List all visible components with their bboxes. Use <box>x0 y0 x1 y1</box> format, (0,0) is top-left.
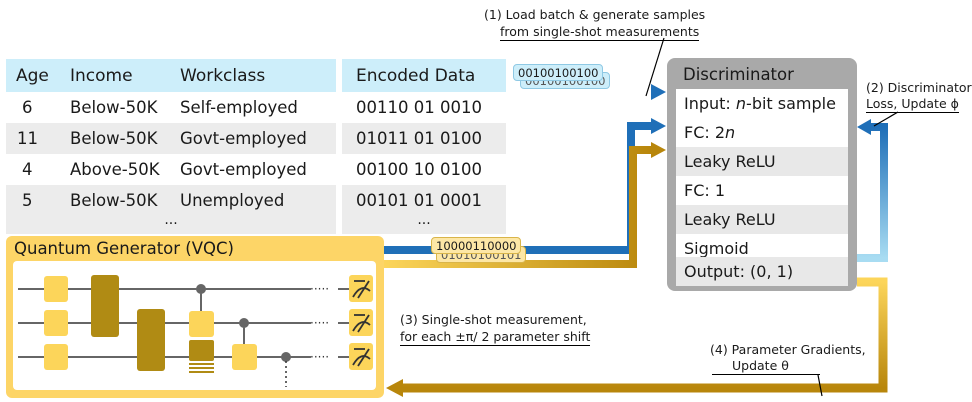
controlled-multigate <box>189 340 214 361</box>
generated-sample-chip-front: 10000110000 <box>431 237 522 254</box>
real-sample-chip-front: 00100100100 <box>513 64 604 81</box>
discriminator-title: Discriminator <box>683 65 794 84</box>
raw-data-table: Age Income Workclass 6 Below-50K Self-em… <box>6 59 336 234</box>
layer-text-suffix: -bit sample <box>746 94 836 113</box>
controlled-gate <box>232 344 257 370</box>
cell-encoded: 00110 01 0010 <box>356 98 482 117</box>
circuit-ellipsis: ····· <box>310 350 329 364</box>
step4-line1: (4) Parameter Gradients, <box>710 342 866 357</box>
disc-loss-arrowhead <box>857 119 871 135</box>
measurement-meter-icon <box>349 309 373 336</box>
disc-loss-arrow <box>857 123 888 262</box>
layer-text: FC: 2 <box>684 123 726 142</box>
entangling-gate <box>137 309 165 371</box>
disc-layer-fc1: FC: 2n <box>676 118 848 147</box>
cell-workclass: Unemployed <box>180 191 285 210</box>
gradient-arrow <box>402 277 888 393</box>
step1-leader <box>645 37 665 97</box>
cell-workclass: Govt-employed <box>180 129 307 148</box>
encoded-table-ellipsis: ... <box>342 213 506 234</box>
disc-layer-input: Input: n-bit sample <box>676 89 848 118</box>
disc-layer-output: Output: (0, 1) <box>676 257 848 286</box>
layer-var: n <box>735 94 747 113</box>
circuit-diagram: ····· ····· ····· <box>18 275 373 387</box>
step4-line2: Update θ <box>712 358 820 375</box>
rotation-gate <box>44 310 68 336</box>
circuit-ellipsis: ····· <box>310 282 329 296</box>
step3-line1: (3) Single-shot measurement, <box>400 312 587 327</box>
table-row: 00110 01 0010 <box>342 92 506 123</box>
cell-income: Below-50K <box>70 129 158 148</box>
generated-sample-arrowhead-gold <box>651 142 666 158</box>
cell-age: 5 <box>22 191 33 210</box>
control-dot <box>196 284 206 294</box>
cell-workclass: Govt-employed <box>180 160 307 179</box>
layer-text: FC: 1 <box>684 181 726 200</box>
table-row: 00101 01 0001 <box>342 185 506 216</box>
table-row: 4 Above-50K Govt-employed <box>6 154 336 185</box>
table-row: 11 Below-50K Govt-employed <box>6 123 336 154</box>
encoded-data-table: Encoded Data 00110 01 0010 01011 01 0100… <box>342 59 506 234</box>
raw-table-ellipsis: ... <box>6 213 336 234</box>
layer-text: Input: <box>684 94 736 113</box>
real-data-arrowhead <box>651 84 666 100</box>
cell-age: 4 <box>22 160 33 179</box>
disc-layer-leaky1: Leaky ReLU <box>676 147 848 176</box>
raw-table-header: Age Income Workclass <box>6 59 336 92</box>
step1-line2: from single-shot measurements <box>500 24 700 41</box>
cell-workclass: Self-employed <box>180 98 298 117</box>
header-workclass: Workclass <box>180 65 266 86</box>
quantum-generator-block: Quantum Generator (VQC) <box>6 236 384 398</box>
cell-income: Below-50K <box>70 98 158 117</box>
measurement-meter-icon <box>349 275 373 302</box>
table-row: 5 Below-50K Unemployed <box>6 185 336 216</box>
disc-layer-fc2: FC: 1 <box>676 176 848 205</box>
entangling-gate <box>91 275 119 337</box>
table-row: 01011 01 0100 <box>342 123 506 154</box>
layer-text: Sigmoid <box>684 239 749 258</box>
disc-layer-leaky2: Leaky ReLU <box>676 205 848 234</box>
discriminator-block: Discriminator Input: n-bit sample FC: 2n… <box>667 58 857 291</box>
layer-text: Output: (0, 1) <box>684 262 794 281</box>
step3-line2: for each ±π/ 2 parameter shift <box>400 329 591 346</box>
cell-age: 11 <box>17 129 38 148</box>
table-row: 6 Below-50K Self-employed <box>6 92 336 123</box>
encoded-table-header: Encoded Data <box>342 59 506 92</box>
control-dot <box>239 318 249 328</box>
cell-encoded: 00101 01 0001 <box>356 191 482 210</box>
cell-income: Above-50K <box>70 160 160 179</box>
step4-leader <box>817 374 823 397</box>
header-age: Age <box>16 65 49 86</box>
layer-text: Leaky ReLU <box>684 152 776 171</box>
gradient-arrowhead <box>386 379 403 397</box>
generated-sample-arrow-gold <box>384 146 652 268</box>
quantum-circuit: ····· ····· ····· <box>13 261 376 390</box>
generated-sample-arrowhead-blue <box>651 118 666 134</box>
header-encoded-data: Encoded Data <box>356 65 476 86</box>
circuit-ellipsis: ····· <box>310 316 329 330</box>
cell-encoded: 00100 10 0100 <box>356 160 482 179</box>
step2-line1: (2) Discriminator <box>866 80 972 95</box>
step2-leader <box>873 111 899 127</box>
layer-var: n <box>725 123 736 142</box>
rotation-gate <box>44 276 68 302</box>
table-row: 00100 10 0100 <box>342 154 506 185</box>
control-dot <box>281 352 291 362</box>
step1-line1: (1) Load batch & generate samples <box>484 7 706 22</box>
step2-line2: Loss, Update ϕ <box>866 96 959 113</box>
cell-age: 6 <box>22 98 33 117</box>
generator-title: Quantum Generator (VQC) <box>14 239 234 258</box>
controlled-gate <box>189 311 214 337</box>
measurement-meter-icon <box>349 343 373 370</box>
rotation-gate <box>44 344 68 370</box>
cell-encoded: 01011 01 0100 <box>356 129 482 148</box>
header-income: Income <box>70 65 133 86</box>
cell-income: Below-50K <box>70 191 158 210</box>
layer-text: Leaky ReLU <box>684 210 776 229</box>
